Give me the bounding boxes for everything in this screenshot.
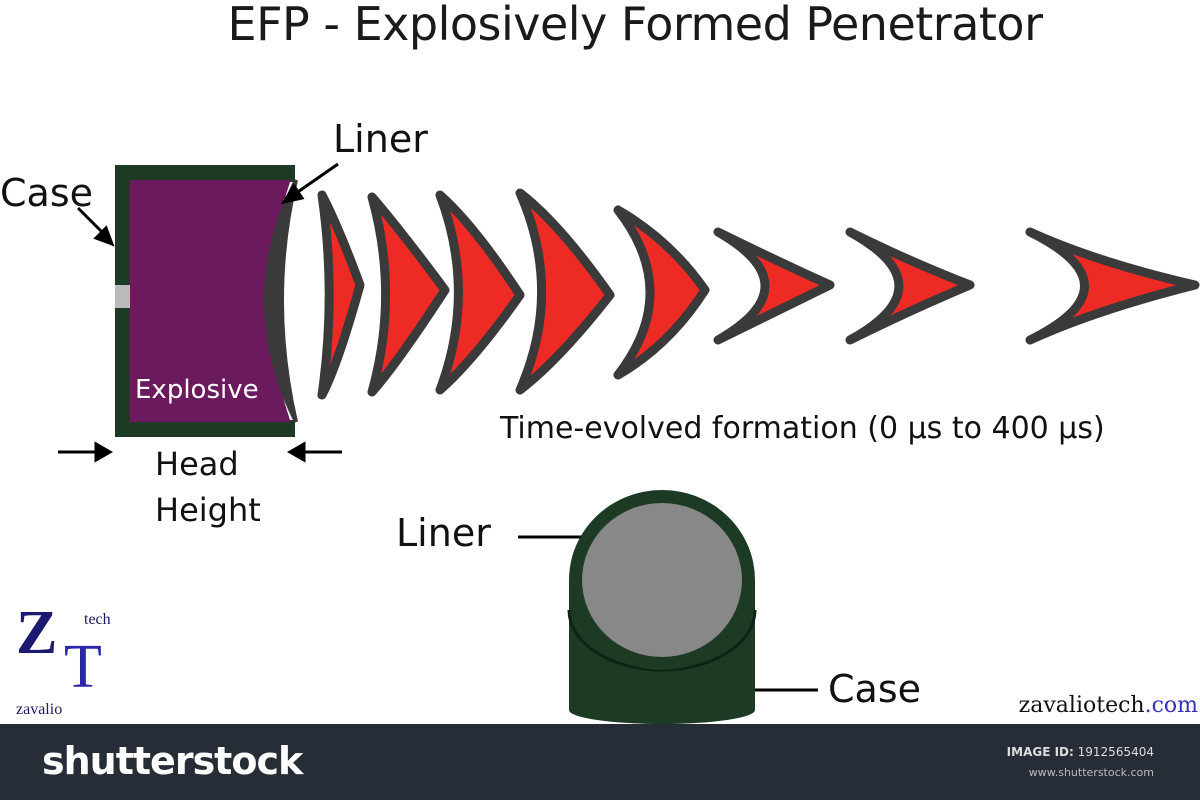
zavaliotech-logo: Z T tech zavalio: [14, 600, 134, 724]
penetrator-stage-3: [435, 190, 525, 395]
label-height: Height: [155, 491, 261, 529]
penetrator-stage-2: [367, 192, 450, 397]
penetrator-sequence: [317, 188, 1200, 400]
label-formation: Time-evolved formation (0 µs to 400 µs): [500, 411, 1105, 446]
efp-diagram: [58, 162, 1200, 724]
label-liner-bottom: Liner: [396, 511, 491, 555]
footer-bar: [0, 724, 1200, 800]
logo-z: Z: [16, 599, 58, 667]
logo-zavalio: zavalio: [16, 701, 63, 718]
penetrator-stage-8: [1025, 227, 1200, 345]
label-case-top: Case: [0, 171, 93, 215]
zavaliotech-url[interactable]: zavaliotech.com: [1018, 693, 1198, 718]
page-title: EFP - Explosively Formed Penetrator: [227, 0, 1044, 51]
explosive-fill: [130, 180, 290, 422]
penetrator-stage-4: [515, 188, 615, 395]
label-case-bottom: Case: [828, 667, 921, 711]
logo-tech: tech: [84, 611, 111, 628]
penetrator-stage-5: [613, 205, 710, 380]
shutterstock-logo[interactable]: shutterstock: [42, 739, 303, 783]
logo-t: T: [64, 633, 102, 701]
label-head: Head: [155, 445, 239, 483]
image-id: IMAGE ID: 1912565404: [1006, 745, 1154, 759]
liner-crescent: [264, 179, 298, 423]
penetrator-stage-6: [713, 227, 835, 345]
penetrator-stage-7: [845, 227, 975, 345]
label-explosive: Explosive: [135, 375, 259, 405]
liner-top-view: [582, 503, 742, 657]
cylinder-charge: [567, 490, 757, 724]
shutterstock-url[interactable]: www.shutterstock.com: [1028, 766, 1154, 779]
penetrator-stage-1: [317, 190, 365, 400]
label-liner-top: Liner: [333, 117, 428, 161]
case-notch: [115, 285, 130, 308]
